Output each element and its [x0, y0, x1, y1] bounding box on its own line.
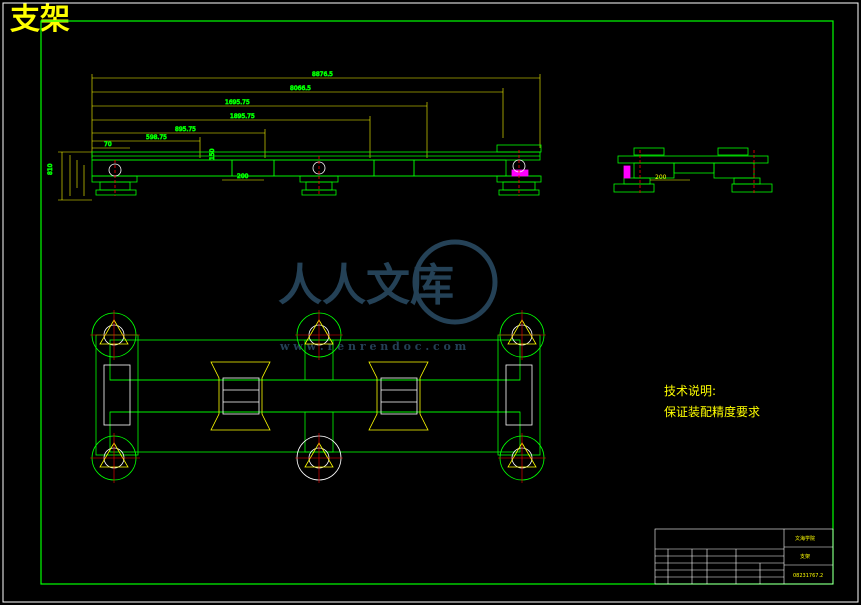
technical-notes-line1: 保证装配精度要求: [664, 405, 761, 419]
dim-9: 150: [209, 148, 216, 160]
dim-4: 1895.75: [230, 113, 255, 120]
title-block-part-name: 支架: [800, 553, 810, 560]
watermark-url: w w w . r e n r e n d o c . c o m: [279, 340, 467, 353]
title-block-drawing-no: 08231767.2: [793, 573, 823, 579]
dim-11: 200: [655, 174, 667, 181]
technical-notes-heading: 技术说明:: [664, 384, 717, 398]
title-block: 文海学院 支架 08231767.2: [654, 528, 834, 585]
technical-notes: 技术说明: 保证装配精度要求: [664, 381, 760, 423]
dim-10: 810: [47, 163, 54, 175]
front-view: 8876.5 8066.5 1695.75 1895.75 895.75 598…: [47, 71, 542, 201]
dim-6: 598.75: [146, 134, 167, 141]
dim-2: 8066.5: [290, 85, 311, 92]
dim-3: 1695.75: [225, 99, 250, 106]
watermark-circle: [412, 239, 498, 325]
support-middle: [299, 156, 339, 196]
support-right: [496, 144, 542, 196]
dim-overall: 8876.5: [312, 71, 333, 78]
drawing-title: 支架: [10, 2, 70, 37]
top-view: [90, 310, 546, 483]
watermark-text: 人人文库: [278, 260, 454, 311]
end-frame-right: [497, 334, 541, 456]
watermark: 人人文库 w w w . r e n r e n d o c . c o m: [278, 239, 498, 353]
dim-7: 70: [104, 141, 112, 148]
side-view: 200: [613, 147, 773, 195]
support-left: [91, 160, 138, 196]
dim-8: 200: [237, 173, 249, 180]
end-frame-left: [95, 334, 139, 456]
beam-lower: [109, 411, 521, 453]
dimension-lines: [58, 74, 541, 201]
drawing-frame: [40, 20, 834, 585]
dim-5: 895.75: [175, 126, 196, 133]
title-block-school: 文海学院: [795, 535, 815, 542]
